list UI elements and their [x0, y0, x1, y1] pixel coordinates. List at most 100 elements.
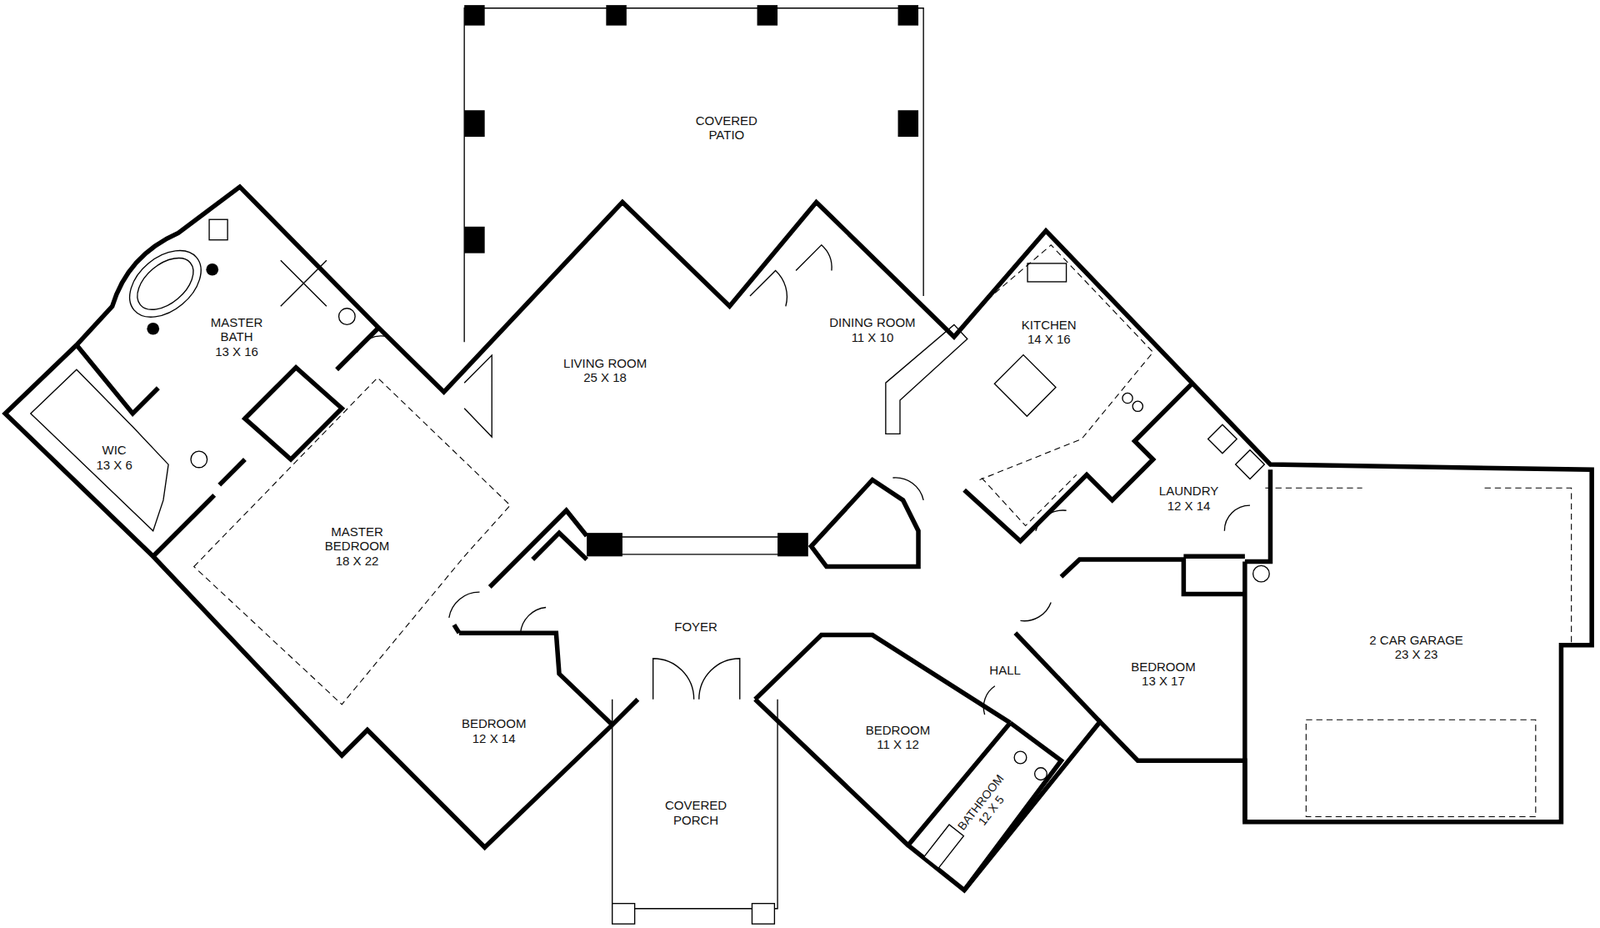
room-dimension: 11 X 10	[829, 330, 915, 345]
room-dimension: 23 X 23	[1369, 646, 1464, 661]
room-name: FOYER	[674, 619, 718, 634]
room-dimension: 13 X 16	[210, 344, 264, 359]
interior-wall-part	[245, 367, 342, 460]
room-name: LIVING ROOM	[563, 355, 647, 370]
room-dimension: 13 X 6	[95, 457, 132, 472]
room-name: BEDROOM	[865, 722, 931, 737]
room-dimension: 14 X 16	[1021, 331, 1077, 346]
room-label: LAUNDRY12 X 14	[1156, 482, 1221, 514]
fixtures-part	[209, 219, 228, 240]
room-name: MASTER BEDROOM	[325, 524, 390, 554]
interior-wall-part	[1015, 632, 1100, 722]
room-name: HALL	[989, 662, 1021, 677]
fixtures-part	[339, 308, 356, 325]
patio-part	[898, 5, 919, 25]
interior-wall-part	[1060, 559, 1245, 595]
room-label: BATHROOM12 X 5	[952, 769, 1020, 844]
room-label: BEDROOM11 X 12	[863, 721, 934, 753]
fixtures-part	[464, 355, 492, 437]
room-name: KITCHEN	[1021, 317, 1077, 332]
room-name: COVERED PATIO	[695, 113, 758, 143]
fixtures-part	[1132, 400, 1143, 411]
doors	[357, 245, 1250, 715]
fixtures-part	[924, 824, 965, 868]
interior-wall-part	[777, 532, 809, 556]
dashed-lines-part	[1305, 719, 1535, 816]
room-dimension: 12 X 14	[1159, 498, 1219, 513]
room-label: COVERED PATIO	[693, 112, 760, 144]
room-name: LAUNDRY	[1159, 483, 1219, 498]
doors-part	[983, 685, 995, 715]
interior-wall-part	[755, 635, 1010, 723]
fixtures-part	[1208, 424, 1238, 454]
fixtures-part	[994, 355, 1056, 417]
room-name: BEDROOM	[1130, 659, 1196, 674]
room-label: BEDROOM13 X 17	[1128, 658, 1199, 690]
exterior-wall-part	[5, 186, 1592, 890]
room-dimension: 13 X 17	[1130, 673, 1196, 688]
fixtures-part	[1253, 565, 1270, 582]
interior-wall-part	[964, 383, 1192, 541]
fixtures	[30, 219, 1270, 868]
patio-part	[464, 5, 485, 25]
patio-part	[464, 8, 924, 342]
porch	[612, 699, 778, 924]
interior-wall-part	[454, 510, 587, 633]
doors-part	[449, 591, 480, 618]
fixtures-part	[1235, 450, 1265, 480]
dashed-lines	[194, 377, 1572, 817]
dashed-lines-part	[1265, 487, 1571, 643]
fixtures-part	[280, 260, 327, 306]
room-label: 2 CAR GARAGE23 X 23	[1366, 631, 1466, 663]
room-name: WIC	[95, 442, 132, 457]
doors-part	[1035, 510, 1067, 531]
room-dimension: 11 X 12	[865, 736, 931, 751]
doors-part	[1020, 601, 1051, 620]
interior-wall-part	[622, 536, 778, 555]
room-label: BEDROOM12 X 14	[459, 715, 530, 746]
room-label: DINING ROOM11 X 10	[826, 314, 918, 345]
fixtures-part	[1122, 392, 1133, 403]
porch-part	[612, 699, 778, 909]
doors-part	[892, 477, 924, 500]
room-label: COVERED PORCH	[662, 796, 730, 828]
patio-part	[605, 5, 626, 25]
room-name: BEDROOM	[461, 715, 527, 730]
patio-part	[464, 226, 485, 254]
room-label: MASTER BEDROOM18 X 22	[322, 523, 393, 569]
room-label: FOYER	[671, 618, 720, 635]
room-label: MASTER BATH13 X 16	[208, 314, 266, 360]
interior-wall-part	[810, 479, 919, 566]
interior-wall-part	[586, 532, 623, 556]
fixtures-part	[116, 237, 214, 331]
doors-part	[750, 270, 787, 306]
room-label: HALL	[986, 661, 1024, 678]
room-dimension: 12 X 14	[461, 730, 527, 745]
fixtures-part	[979, 245, 1153, 480]
interior-wall	[76, 328, 1271, 890]
room-label: LIVING ROOM25 X 18	[560, 355, 650, 386]
interior-wall-part	[1242, 560, 1248, 821]
porch-part	[751, 903, 775, 924]
fixtures-part	[1035, 767, 1048, 780]
fixtures-part	[30, 369, 169, 530]
doors-part	[653, 658, 740, 700]
room-name: DINING ROOM	[829, 315, 915, 330]
porch-part	[612, 903, 635, 924]
patio-part	[757, 5, 778, 25]
dashed-lines-part	[981, 474, 1077, 525]
room-label: WIC13 X 6	[93, 441, 135, 473]
fixtures-part	[205, 263, 219, 276]
fixtures-part	[146, 322, 160, 335]
interior-wall-part	[459, 632, 613, 725]
room-name: MASTER BATH	[210, 315, 264, 345]
patio-part	[464, 110, 485, 137]
fixtures-part	[1014, 750, 1027, 764]
room-label: KITCHEN14 X 16	[1019, 316, 1080, 348]
interior-wall-part	[76, 345, 159, 414]
patio	[464, 5, 924, 342]
fixtures-part	[1027, 263, 1067, 282]
room-dimension: 18 X 22	[325, 553, 390, 568]
